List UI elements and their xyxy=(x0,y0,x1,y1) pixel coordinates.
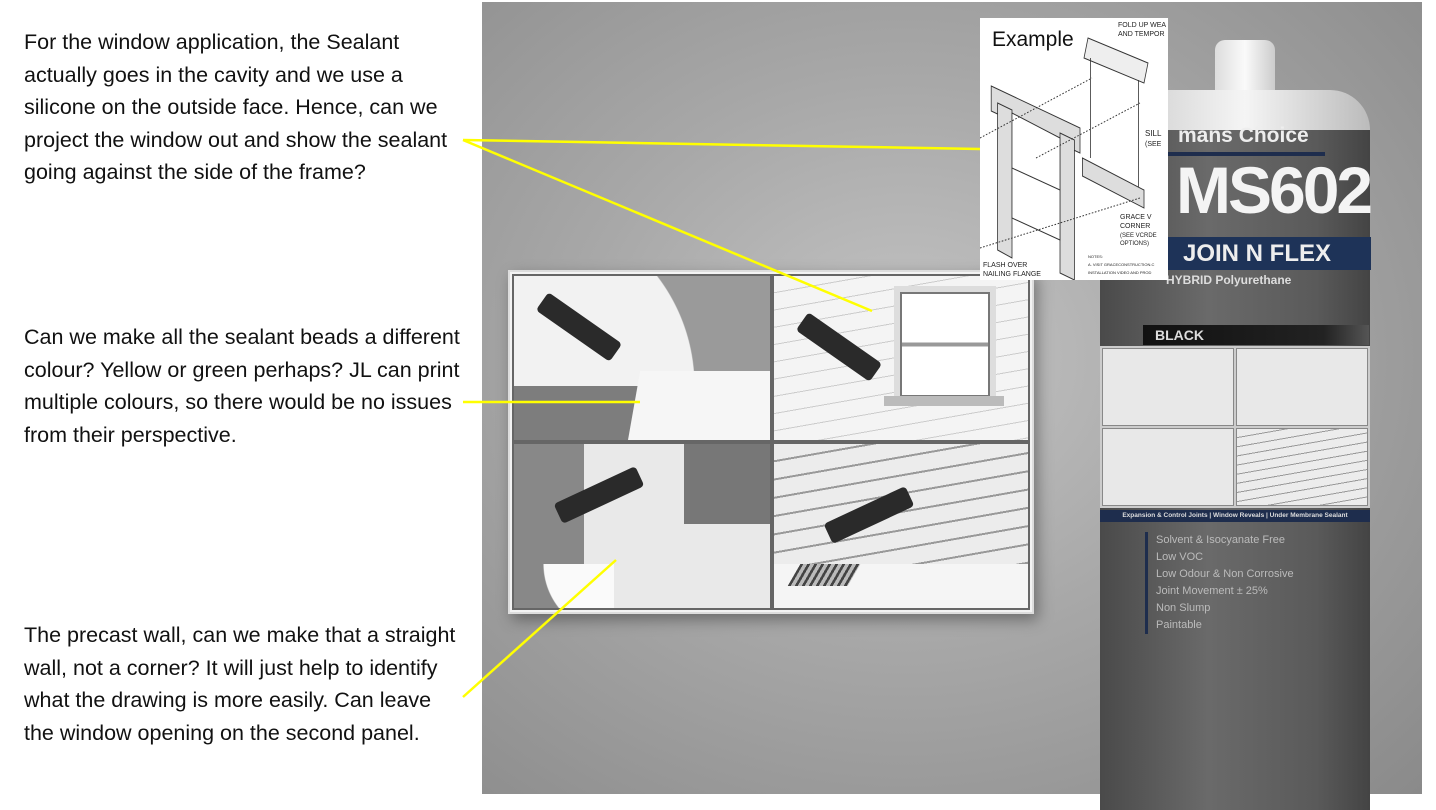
diagram-label: GRACE V xyxy=(1120,214,1152,221)
illustration-board xyxy=(508,270,1034,614)
product-subtitle: HYBRID Polyurethane xyxy=(1166,273,1292,287)
note-bead-colour: Can we make all the sealant beads a diff… xyxy=(24,325,460,447)
diagram-label: SILL xyxy=(1145,129,1162,138)
feature-item: Low VOC xyxy=(1156,551,1204,563)
diagram-label: FLASH OVER xyxy=(983,262,1028,269)
precast-wall-right xyxy=(684,444,770,524)
product-uses: Expansion & Control Joints | Window Reve… xyxy=(1100,510,1370,522)
annotation-line-window-example xyxy=(462,138,981,151)
thumb-precast xyxy=(1102,428,1234,506)
diagram-label: NOTES: xyxy=(1088,254,1103,259)
bath-wall xyxy=(514,276,770,386)
feature-item: Paintable xyxy=(1156,619,1202,631)
panel-brick-wall xyxy=(772,442,1030,610)
example-title: Example xyxy=(992,28,1074,51)
diagram-label: NAILING FLANGE xyxy=(983,271,1041,278)
brand-underline xyxy=(1145,152,1325,156)
product-model: MS602 xyxy=(1176,153,1373,227)
product-colour: BLACK xyxy=(1143,325,1369,345)
window-sill xyxy=(884,396,1004,406)
sealant-cartridge: mans Choice MS602 JOIN N FLEX HYBRID Pol… xyxy=(1100,40,1373,810)
thumb-bath xyxy=(1102,348,1234,426)
feature-item: Low Odour & Non Corrosive xyxy=(1156,568,1294,580)
product-brand: mans Choice xyxy=(1178,124,1309,147)
panel-bath-sealing xyxy=(512,274,772,442)
annotation-line-precast xyxy=(462,559,617,698)
diagram-label: AND TEMPOR xyxy=(1118,31,1165,38)
note-window-application: For the window application, the Sealant … xyxy=(24,30,448,184)
feature-item: Joint Movement ± 25% xyxy=(1156,585,1268,597)
thumb-window xyxy=(1236,348,1368,426)
annotation-line-window-panel xyxy=(462,138,873,313)
panel-window-reveal xyxy=(772,274,1030,442)
feature-item: Solvent & Isocyanate Free xyxy=(1156,534,1286,546)
feature-item: Non Slump xyxy=(1156,602,1211,614)
product-name: JOIN N FLEX xyxy=(1143,237,1371,270)
diagram-label: (SEE VCRDE xyxy=(1120,233,1157,239)
diagram-label: FOLD UP WEA xyxy=(1118,22,1167,29)
note-precast-wall: The precast wall, can we make that a str… xyxy=(24,623,456,745)
label-thumbnails xyxy=(1100,346,1370,508)
window-flashing-drawing xyxy=(980,37,1149,280)
diagram-label: OPTIONS) xyxy=(1120,241,1150,247)
example-diagram: Example FOLD UP WEA AND TEMPOR SILL (SEE… xyxy=(980,18,1168,280)
diagram-label: A. VISIT GRACECONSTRUCTION.C xyxy=(1088,262,1155,267)
diagram-label: CORNER xyxy=(1120,223,1151,230)
diagram-label: (SEE xyxy=(1145,141,1162,148)
precast-floor xyxy=(514,564,614,608)
panel-precast-wall xyxy=(512,442,772,610)
feature-list: Solvent & Isocyanate Free Low VOC Low Od… xyxy=(1145,532,1294,634)
diagram-label: INSTALLATION VIDEO AND PROD xyxy=(1088,270,1152,275)
thumb-brick xyxy=(1236,428,1368,506)
